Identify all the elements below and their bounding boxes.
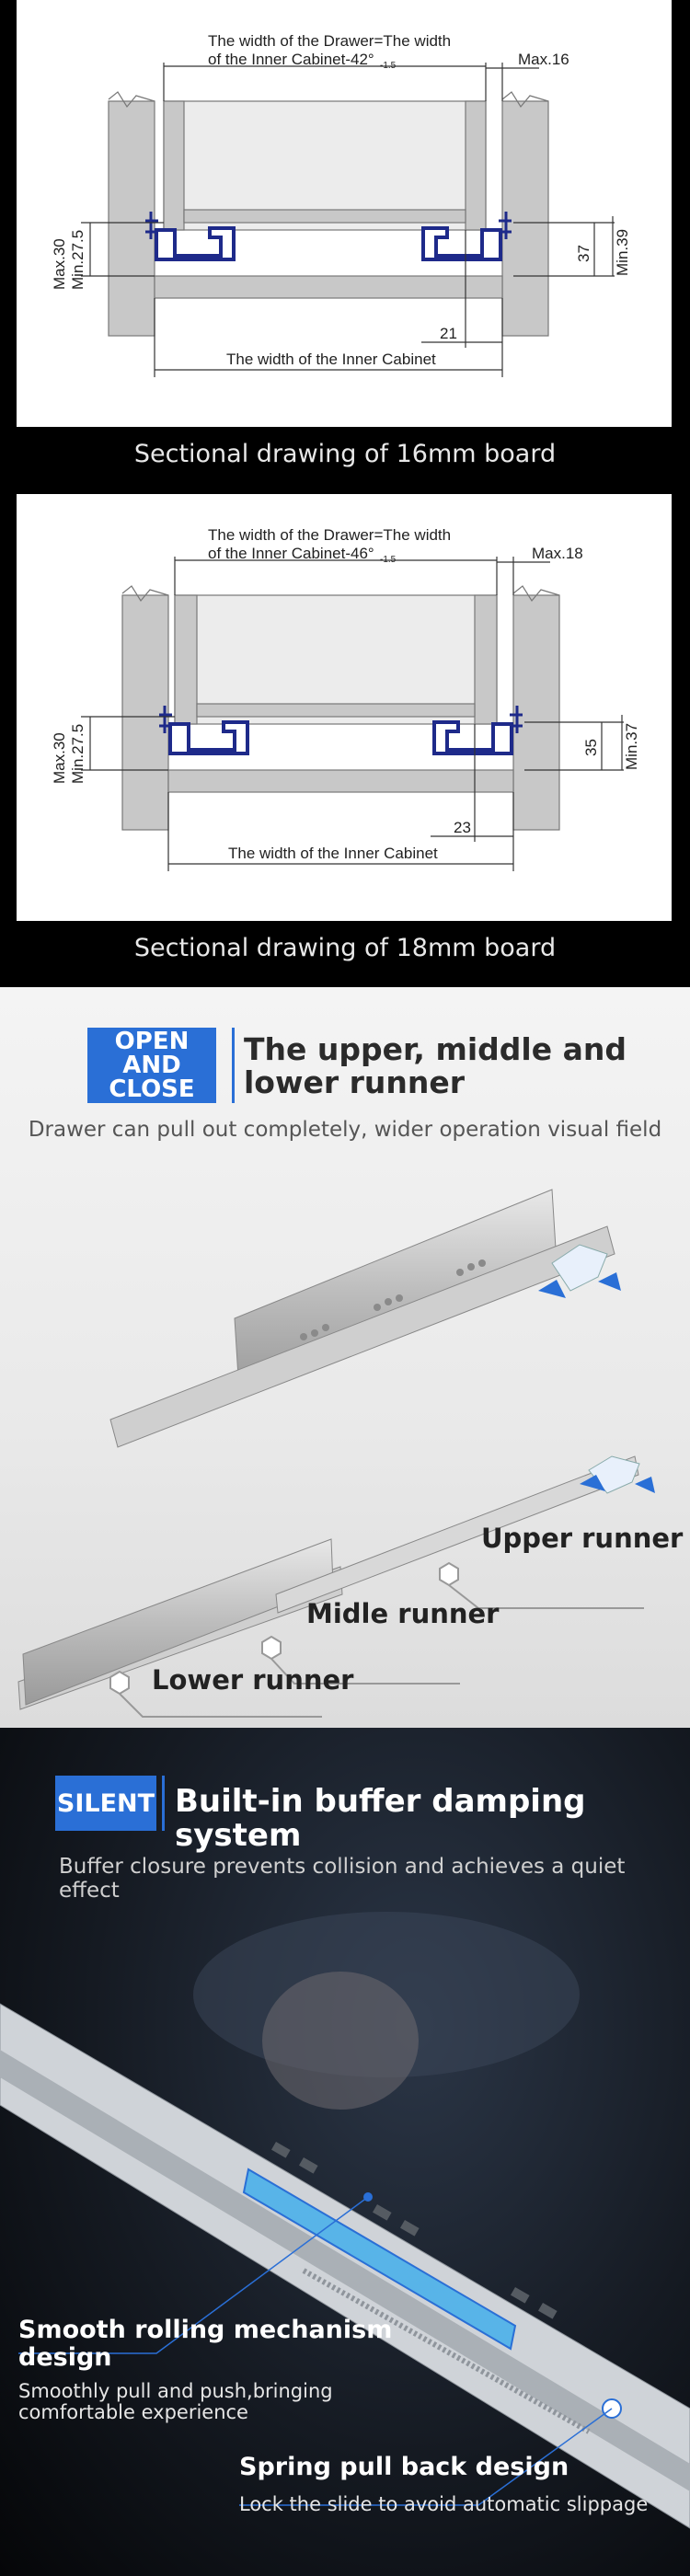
drawing-18mm: The width of the Drawer=The width of the… [17,494,672,921]
badge-line2: CLOSE [109,1075,195,1103]
silent-title: Built-in buffer damping system [175,1783,586,1855]
offset-label: 23 [454,819,471,836]
silent-subtitle: Buffer closure prevents collision and ac… [59,1855,626,1903]
open-close-badge: OPEN AND CLOSE [87,1028,216,1103]
height-a-label: 35 [582,739,600,756]
drawer-bottom [183,209,466,224]
feature1-desc: Smoothly pull and push,bringing comforta… [18,2380,333,2424]
slide-extended-rail [275,1455,639,1614]
slide-top-rail [109,1225,615,1448]
section-silent: SILENT Built-in buffer damping system Bu… [0,1728,690,2576]
child-head-shape [262,1972,419,2110]
damper-cylinder [242,2168,517,2351]
lower-runner-label: Lower runner [152,1664,354,1696]
inner-width-label: The width of the Inner Cabinet [228,845,438,862]
left-min-label: Min.27.5 [69,724,86,784]
runner-title: The upper, middle and lower runner [244,1031,627,1101]
section-16mm: The width of the Drawer=The width of the… [0,0,690,492]
max-gap-label: Max.16 [518,51,569,68]
runner-illustration [17,1189,655,1718]
drawer-width-line1: The width of the Drawer=The width [208,526,451,544]
height-min-label: Min.37 [623,723,640,770]
max-gap-label: Max.18 [532,545,583,562]
cabinet-bottom [154,275,503,299]
blue-clip-icon-2 [580,1455,655,1494]
spring-icon [302,2268,591,2434]
blue-clip-icon [538,1244,621,1298]
left-panel [108,100,155,337]
badge-line1: OPEN AND [114,1028,190,1079]
diagram-18mm: The width of the Drawer=The width of the… [51,526,640,871]
drawer-width-line2: of the Inner Cabinet-42° [208,51,374,68]
tolerance: -1.5 [380,61,397,71]
diagram-16mm: The width of the Drawer=The width of the… [51,32,631,377]
silent-illustration [0,1912,690,2529]
left-max-label: Max.30 [51,732,68,784]
inner-width-label: The width of the Inner Cabinet [226,351,436,368]
drawing-16mm: The width of the Drawer=The width of the… [17,0,672,427]
offset-label: 21 [440,325,457,342]
height-min-label: Min.39 [614,229,631,276]
silent-badge: SILENT [55,1776,156,1831]
section-18mm: The width of the Drawer=The width of the… [0,492,690,987]
left-max-label: Max.30 [51,238,68,290]
feature1-title: Smooth rolling mechanism design [18,2316,393,2372]
feature2-title: Spring pull back design [239,2453,569,2481]
section-runners: OPEN AND CLOSE The upper, middle and low… [0,987,690,1728]
middle-runner-label: Midle runner [306,1598,500,1629]
left-min-label: Min.27.5 [69,230,86,290]
upper-runner-label: Upper runner [481,1523,684,1554]
drawer-body [163,100,487,231]
tolerance: -1.5 [380,555,397,565]
height-a-label: 37 [575,245,592,262]
drawer-width-line1: The width of the Drawer=The width [208,32,451,50]
drawer-width-line2: of the Inner Cabinet-46° [208,545,374,562]
left-runner [155,226,236,261]
runner-subtitle: Drawer can pull out completely, wider op… [28,1118,662,1142]
right-runner [421,226,502,261]
feature2-desc: Lock the slide to avoid automatic slippa… [239,2493,649,2515]
caption-16mm: Sectional drawing of 16mm board [133,440,557,468]
right-panel [501,100,549,337]
caption-18mm: Sectional drawing of 18mm board [133,934,557,962]
